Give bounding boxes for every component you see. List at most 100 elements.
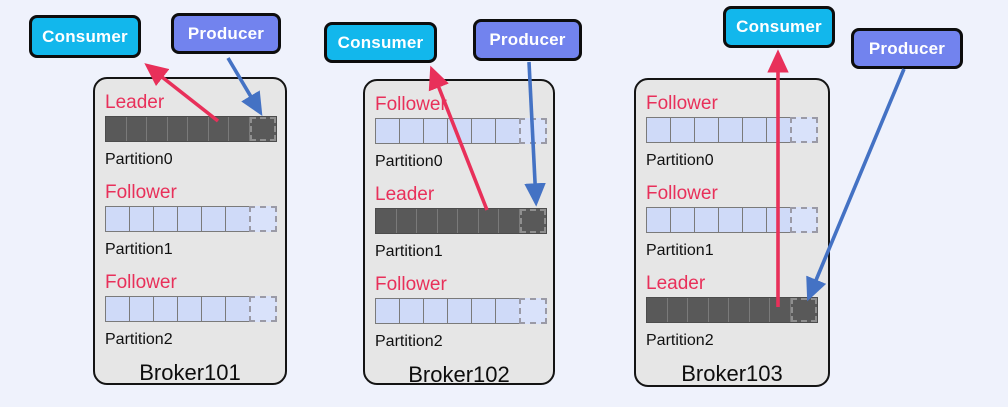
partition-name: Partition1 [375,243,443,260]
log-slot [646,117,672,143]
log-slot [375,298,401,324]
partition-name: Partition1 [646,242,714,259]
producer-box-3: Producer [851,28,963,69]
partition-block: Follower Partition0 [375,93,553,171]
log-slot-open [790,207,819,233]
consumer-box-1: Consumer [29,15,141,58]
log-slot [376,209,397,233]
log-slot [766,207,792,233]
log-slot [770,298,791,322]
log-slot [229,117,250,141]
log-slot [225,296,251,322]
follower-log-bar [375,298,548,324]
log-slot [105,206,131,232]
log-slot [646,207,672,233]
partition-role-label: Leader [105,92,165,113]
log-slot [188,117,209,141]
partition-block: Leader Partition2 [646,272,828,350]
partition-block: Leader Partition0 [105,91,285,169]
log-slot [479,209,500,233]
log-slot [718,207,744,233]
partition-block: Follower Partition2 [105,271,285,349]
consumer-label: Consumer [42,26,128,46]
producer-box-2: Producer [473,19,582,61]
log-slot [718,117,744,143]
broker-101: Leader Partition0 Follower Partition1 Fo… [93,77,287,385]
log-slot [225,206,251,232]
log-slot [750,298,771,322]
log-slot [209,117,230,141]
broker-name: Broker103 [681,361,783,386]
producer-label: Producer [868,38,946,58]
partition-role-label: Follower [375,274,447,295]
broker-name: Broker101 [139,360,241,385]
log-slot [709,298,730,322]
log-slot [105,296,131,322]
log-slot [670,117,696,143]
follower-log-bar [375,118,548,144]
follower-log-bar [646,117,819,143]
log-slot [742,207,768,233]
log-slot [766,117,792,143]
log-slot [375,118,401,144]
log-slot [399,298,425,324]
follower-log-bar [105,296,278,322]
broker-name: Broker102 [408,362,510,387]
log-slot [670,207,696,233]
consumer-label: Consumer [736,17,822,36]
log-slot [438,209,459,233]
consumer-label: Consumer [337,32,424,52]
partition-role-label: Leader [375,184,435,205]
partition-name: Partition1 [105,241,173,258]
log-slot [153,296,179,322]
partition-name: Partition0 [105,151,173,168]
broker-103: Follower Partition0 Follower Partition1 … [634,78,830,387]
log-slot [499,209,520,233]
partition-role-label: Follower [105,272,177,293]
log-slot [471,298,497,324]
producer-box-1: Producer [171,13,281,54]
log-slot [423,118,449,144]
log-slot [694,117,720,143]
log-slot [447,118,473,144]
log-slot-open [249,117,277,141]
log-slot [399,118,425,144]
log-slot-open [519,298,548,324]
producer-label: Producer [489,30,566,49]
partition-role-label: Follower [646,183,718,204]
partition-name: Partition0 [646,152,714,169]
partition-block: Follower Partition1 [105,181,285,259]
broker-102: Follower Partition0 Leader Partition1 Fo… [363,79,555,387]
log-slot-open [249,206,278,232]
log-slot [201,296,227,322]
log-slot [106,117,127,141]
partition-block: Follower Partition0 [646,92,828,170]
log-slot [147,117,168,141]
log-slot [129,296,155,322]
log-slot [495,118,521,144]
log-slot [129,206,155,232]
producer-label: Producer [187,23,265,43]
leader-log-bar [375,208,547,234]
partition-role-label: Leader [646,273,706,294]
log-slot [447,298,473,324]
partition-name: Partition2 [646,332,714,349]
log-slot [458,209,479,233]
log-slot [168,117,189,141]
partition-block: Follower Partition1 [646,182,828,260]
log-slot [742,117,768,143]
log-slot [177,296,203,322]
log-slot [417,209,438,233]
log-slot [495,298,521,324]
partition-name: Partition2 [105,331,173,348]
log-slot [647,298,668,322]
partition-role-label: Follower [375,94,447,115]
partition-name: Partition2 [375,333,443,350]
log-slot [397,209,418,233]
log-slot [423,298,449,324]
log-slot [668,298,689,322]
log-slot [688,298,709,322]
log-slot [153,206,179,232]
log-slot-open [790,117,819,143]
